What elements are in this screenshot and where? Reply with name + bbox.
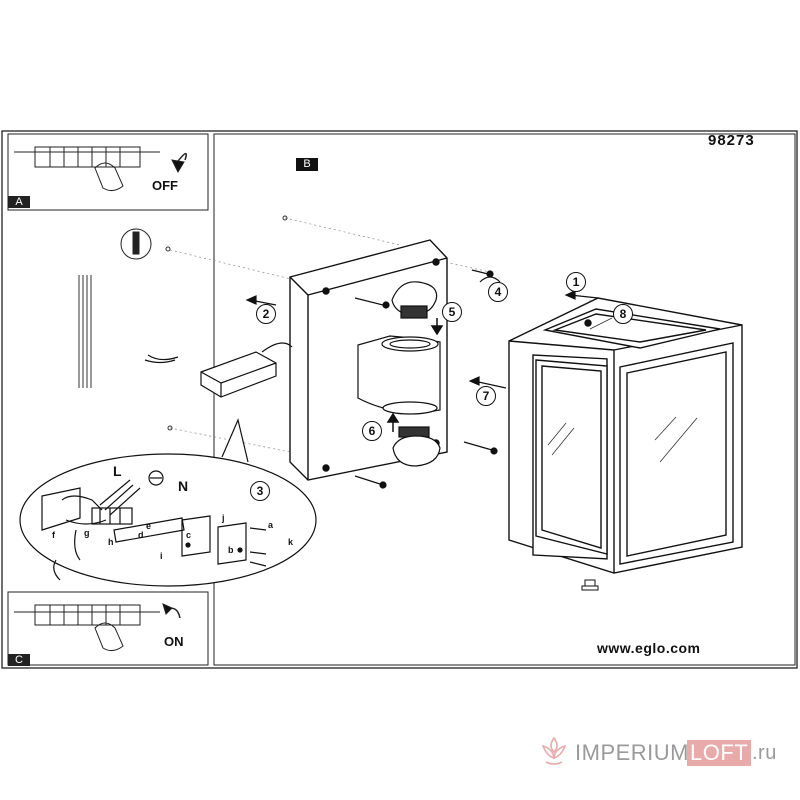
step-2: 2 — [256, 304, 276, 324]
step-7: 7 — [476, 386, 496, 406]
watermark-ru: .ru — [752, 742, 777, 764]
bulb-arrows — [386, 318, 444, 432]
detail-letter-d: d — [138, 530, 144, 540]
panel-a-frame — [7, 133, 209, 211]
detail-letter-a: a — [268, 520, 274, 530]
live-wire-label: L — [113, 463, 122, 479]
detail-letter-k: k — [288, 537, 294, 547]
step-6: 6 — [362, 421, 382, 441]
panel-b-frame — [213, 133, 796, 666]
step-4: 4 — [488, 282, 508, 302]
switch-off-label: OFF — [152, 178, 178, 193]
switch-on-label: ON — [164, 634, 184, 649]
detail-letter-h: h — [108, 537, 114, 547]
detail-letter-j: j — [222, 513, 225, 523]
panel-label-a: A — [8, 196, 30, 208]
watermark-loft: LOFT — [687, 740, 752, 766]
drill-bit — [120, 228, 152, 260]
neutral-wire-label: N — [178, 478, 189, 494]
step-8: 8 — [613, 304, 633, 324]
junction-box — [144, 342, 293, 398]
panel-c-frame — [7, 591, 209, 666]
fuse-box-off — [14, 146, 187, 192]
detail-letter-c: c — [186, 530, 192, 540]
shade-cylinder — [357, 335, 441, 415]
screws — [354, 269, 498, 489]
detail-letter-i: i — [160, 551, 163, 561]
detail-letter-b: b — [228, 545, 234, 555]
panel-label-c: C — [8, 654, 30, 666]
step-arrows — [245, 276, 599, 389]
glass-reflections — [547, 317, 698, 463]
outer-frame — [1, 130, 798, 669]
website-url[interactable]: www.eglo.com — [597, 640, 701, 656]
fuse-box-on — [14, 603, 181, 652]
step-3: 3 — [250, 481, 270, 501]
detail-letter-g: g — [84, 528, 90, 538]
model-number: 98273 — [708, 132, 755, 149]
panel-label-b: B — [296, 158, 318, 171]
bulb-bottom — [392, 426, 441, 467]
bulb-top — [391, 281, 438, 319]
watermark-logo-icon — [541, 736, 567, 765]
detail-letter-e: e — [146, 521, 152, 531]
wall-hatch — [78, 275, 92, 388]
watermark-imperium: IMPERIUM — [575, 740, 689, 765]
step-5: 5 — [442, 302, 462, 322]
lantern-housing — [508, 297, 743, 574]
wiring-detail — [19, 418, 317, 587]
detail-letter-f: f — [52, 530, 55, 540]
bottom-screw — [581, 579, 599, 591]
step-1: 1 — [566, 272, 586, 292]
